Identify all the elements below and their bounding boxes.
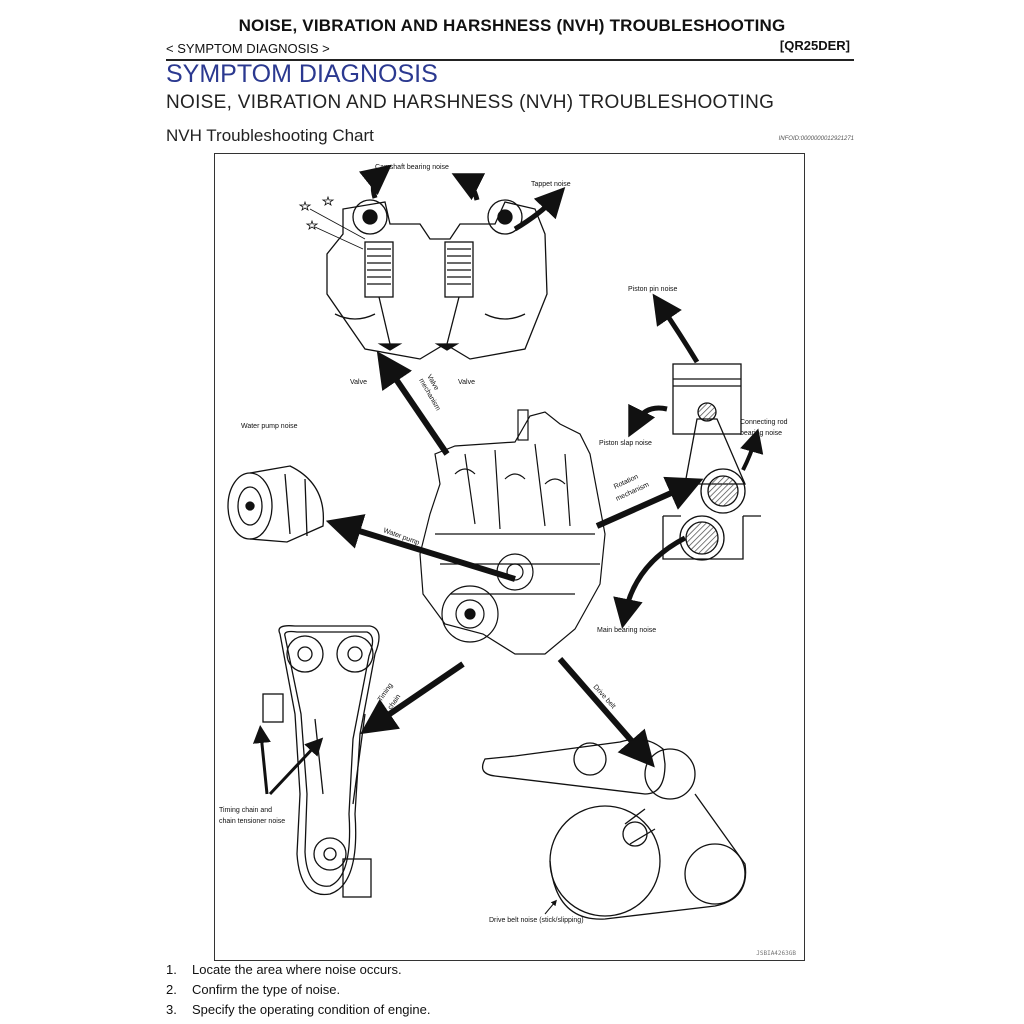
step-text: Locate the area where noise occurs. (192, 962, 402, 977)
label-valve-right: Valve (458, 379, 475, 386)
nvh-illustration: Camshaft bearing noise Tappet noise Valv… (214, 153, 805, 961)
section-subtitle: NOISE, VIBRATION AND HARSHNESS (NVH) TRO… (166, 92, 775, 113)
label-timing-chain-noise-2: chain tensioner noise (219, 818, 285, 825)
engine-model: [QR25DER] (779, 38, 850, 53)
section-title: SYMPTOM DIAGNOSIS (166, 60, 438, 88)
label-drive-belt-noise: Drive belt noise (stick/slipping) (489, 917, 584, 924)
label-conrod-1: Connecting rod (740, 419, 788, 426)
label-water-pump-noise: Water pump noise (241, 423, 298, 430)
label-piston-slap-noise: Piston slap noise (599, 440, 652, 447)
cylinder-head-drawing (326, 199, 548, 360)
breadcrumb[interactable]: < SYMPTOM DIAGNOSIS > (166, 41, 330, 56)
label-piston-pin-noise: Piston pin noise (628, 286, 678, 293)
label-camshaft-noise: Camshaft bearing noise (375, 164, 449, 171)
procedure-steps: 1. Locate the area where noise occurs. 2.… (166, 960, 431, 1020)
header-title: NOISE, VIBRATION AND HARSHNESS (NVH) TRO… (238, 16, 786, 35)
label-tappet-noise: Tappet noise (531, 181, 571, 188)
figure-code: JSBIA4263GB (756, 950, 796, 957)
label-main-bearing-noise: Main bearing noise (597, 627, 656, 634)
header-divider (166, 59, 854, 61)
engine-block-drawing (419, 409, 606, 655)
nvh-diagram-svg: Camshaft bearing noise Tappet noise Valv… (219, 164, 788, 924)
label-timing-chain-noise-1: Timing chain and (219, 807, 272, 814)
info-id: INFOID:0000000012921271 (778, 136, 854, 142)
chart-title: NVH Troubleshooting Chart (166, 126, 374, 145)
step-number: 2. (166, 982, 177, 997)
timing-chain-drawing (262, 625, 380, 898)
step-item: 2. Confirm the type of noise. (166, 980, 431, 1000)
step-item: 1. Locate the area where noise occurs. (166, 960, 431, 980)
label-valve-left: Valve (350, 379, 367, 386)
label-conrod-2: bearing noise (740, 430, 782, 437)
drive-belt-drawing (481, 738, 747, 920)
step-number: 1. (166, 962, 177, 977)
step-item: 3. Specify the operating condition of eng… (166, 1000, 431, 1020)
step-number: 3. (166, 1002, 177, 1017)
step-text: Confirm the type of noise. (192, 982, 341, 997)
step-text: Specify the operating condition of engin… (192, 1002, 431, 1017)
water-pump-drawing (227, 465, 325, 543)
